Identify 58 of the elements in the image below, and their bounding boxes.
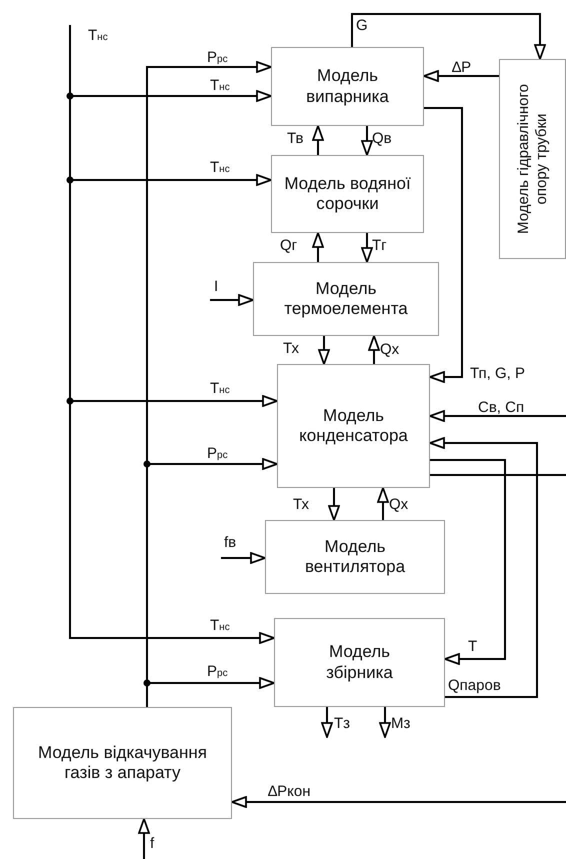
arrow (368, 335, 380, 364)
block-title: Модель збірника (325, 642, 394, 683)
arrow (429, 437, 538, 698)
arrow (69, 25, 275, 644)
model-block (274, 618, 445, 707)
model-block (277, 364, 430, 488)
signal-label: G (356, 18, 368, 34)
signal-label: f (150, 836, 154, 852)
model-block (271, 155, 424, 233)
arrow (429, 410, 566, 422)
block-title: Модель конденсатора (298, 406, 409, 446)
arrow (328, 488, 340, 521)
signal-label: Тх (283, 341, 300, 358)
arrow (318, 336, 330, 365)
block-title: Модель термоелемента (283, 278, 409, 320)
arrow (221, 552, 266, 564)
arrow (312, 232, 324, 262)
signal-label: Тз (334, 716, 350, 732)
block-title: Модель водяної сорочки (283, 174, 412, 214)
arrow (312, 125, 324, 155)
model-block (265, 520, 445, 594)
signal-label: Qх (380, 342, 400, 358)
block-title: Модель вентилятора (304, 536, 406, 578)
model-block (271, 47, 424, 126)
signal-label: Тп, G, P (470, 366, 525, 382)
arrow (210, 294, 254, 306)
arrow (424, 107, 463, 383)
arrow (361, 126, 373, 156)
arrow (377, 487, 389, 520)
block-title: Модель гідравлічного опору трубки (514, 83, 550, 236)
block-title: Модель випарника (305, 66, 390, 107)
block-title: Модель відкачування газів з апарату (37, 742, 208, 784)
signal-label: ∆Pкон (268, 784, 311, 800)
arrow (321, 707, 333, 738)
arrow (231, 796, 566, 808)
signal-label: Св, Сп (478, 400, 524, 416)
signal-label: I (214, 279, 218, 296)
signal-label: Mз (391, 716, 410, 732)
model-block (13, 707, 232, 819)
signal-label: Qх (389, 497, 408, 514)
arrow (430, 459, 506, 665)
connector-line (430, 474, 566, 476)
signal-label: Т (468, 639, 478, 656)
arrow (379, 707, 391, 738)
model-block (499, 59, 566, 259)
signal-label: Тх (293, 497, 310, 514)
model-block (253, 262, 439, 336)
signal-label: Qв (372, 131, 392, 148)
signal-label: Тг (372, 238, 387, 254)
signal-label: Qг (280, 238, 298, 254)
signal-label: Qпаров (448, 678, 501, 694)
arrow (138, 818, 150, 859)
arrow (351, 13, 546, 60)
arrow (361, 233, 373, 263)
signal-label: ∆P (452, 60, 472, 76)
signal-label: fв (224, 535, 236, 552)
signal-label: Тв (287, 131, 304, 148)
arrow (423, 70, 499, 82)
